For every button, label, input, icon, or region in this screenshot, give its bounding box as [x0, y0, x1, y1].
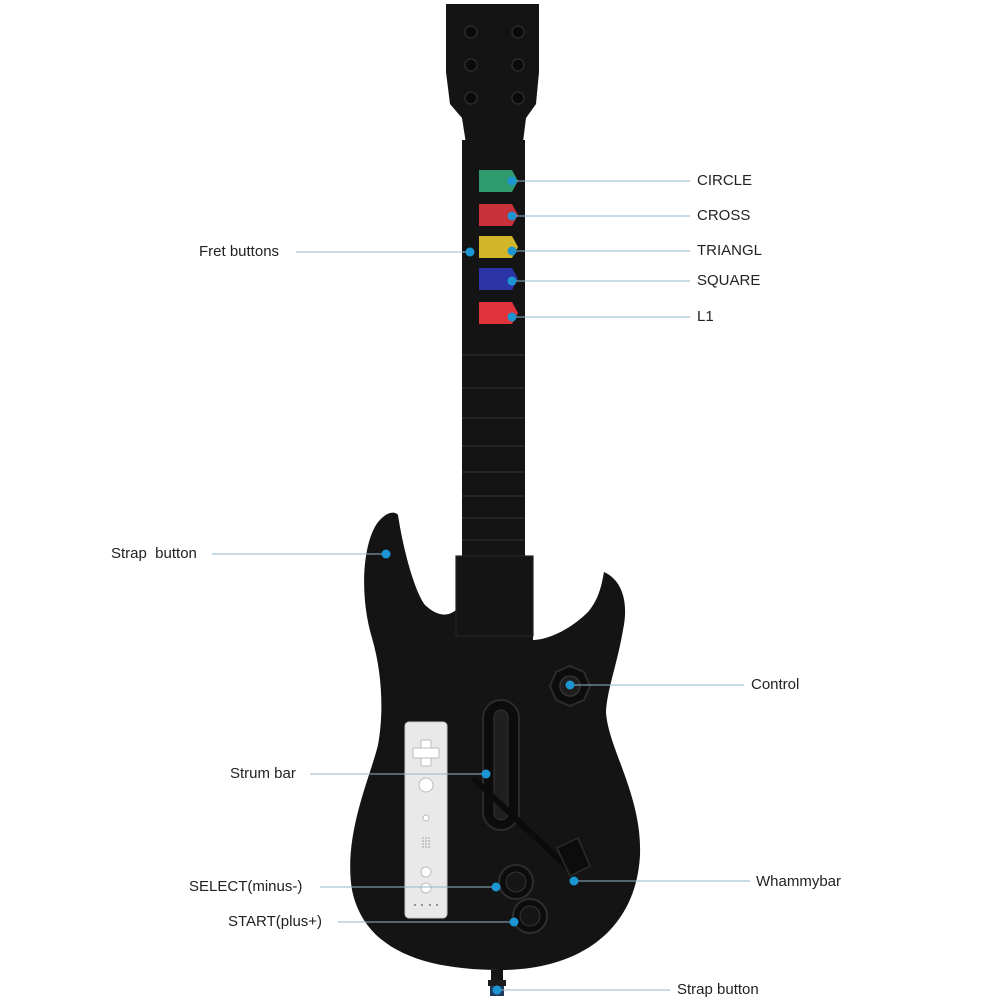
fret-button-red[interactable]: [479, 204, 518, 226]
label-control: Control: [751, 676, 800, 693]
tuning-peg: [511, 25, 525, 39]
label-select: SELECT(minus-): [189, 878, 303, 895]
callout-dot: [492, 985, 502, 995]
label-fret-buttons: Fret buttons: [199, 243, 280, 260]
remote-button-one: [420, 866, 432, 878]
callout-dot: [507, 176, 517, 186]
callout-dot: [481, 769, 491, 779]
tuning-peg: [511, 91, 525, 105]
callout-dot: [507, 211, 517, 221]
callout-dot: [507, 276, 517, 286]
remote-small-button: [422, 814, 430, 822]
headstock: [446, 4, 539, 150]
callout-dot: [509, 917, 519, 927]
tuning-pegs: [464, 25, 525, 105]
callout-dots: [381, 176, 579, 995]
remote-button-two: [420, 882, 432, 894]
callout-dot: [569, 876, 579, 886]
tuning-peg: [464, 91, 478, 105]
neck-joint: [455, 555, 534, 637]
callout-dot: [507, 246, 517, 256]
label-circle: CIRCLE: [697, 172, 753, 189]
player-leds-icon: [413, 903, 439, 907]
select-button[interactable]: [498, 864, 534, 900]
label-strap-button-top: Strap button: [111, 545, 197, 562]
label-l1: L1: [697, 308, 714, 325]
label-square: SQUARE: [697, 272, 761, 289]
strum-bar[interactable]: [482, 699, 520, 831]
callout-dot: [381, 549, 391, 559]
tuning-peg: [464, 58, 478, 72]
label-cross: CROSS: [697, 207, 751, 224]
start-button[interactable]: [512, 898, 548, 934]
dpad-icon: [412, 739, 440, 767]
callout-dot: [507, 312, 517, 322]
callout-dot: [491, 882, 501, 892]
tuning-peg: [511, 58, 525, 72]
whammy-bar[interactable]: [472, 777, 591, 878]
tuning-peg: [464, 25, 478, 39]
callout-dot: [565, 680, 575, 690]
callout-dot: [465, 247, 475, 257]
label-whammy-bar: Whammybar: [756, 873, 842, 890]
remote-a-button: [418, 777, 434, 793]
fret-button-blue[interactable]: [479, 268, 518, 290]
fret-button-green[interactable]: [479, 170, 518, 192]
label-start: START(plus+): [228, 913, 323, 930]
label-strum-bar: Strum bar: [230, 765, 296, 782]
wii-remote: [404, 721, 448, 919]
leader-lines: [212, 180, 750, 991]
label-strap-button-bottom: Strap button: [677, 981, 759, 998]
label-triangle: TRIANGL: [697, 242, 763, 259]
speaker-grille-icon: [422, 837, 430, 848]
